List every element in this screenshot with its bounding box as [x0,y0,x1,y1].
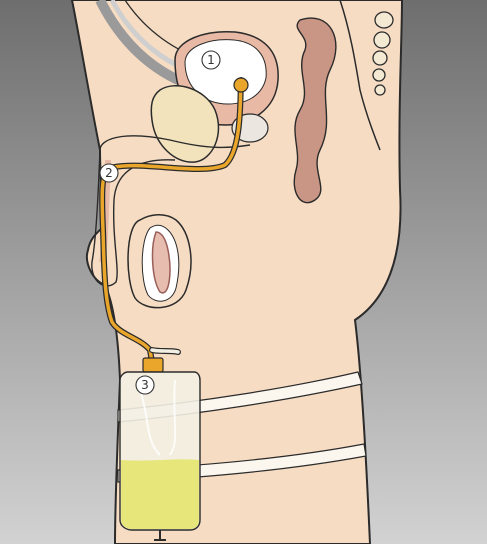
callout-3: 3 [136,376,154,394]
catheter-balloon [234,78,248,92]
drainage-bag [120,358,200,540]
callout-2: 2 [100,164,118,182]
callout-3-label: 3 [141,378,149,392]
callout-2-label: 2 [105,166,113,180]
urine-level [121,459,199,529]
scrotum [128,215,191,308]
callout-1-label: 1 [207,53,215,67]
callout-1: 1 [202,51,220,69]
